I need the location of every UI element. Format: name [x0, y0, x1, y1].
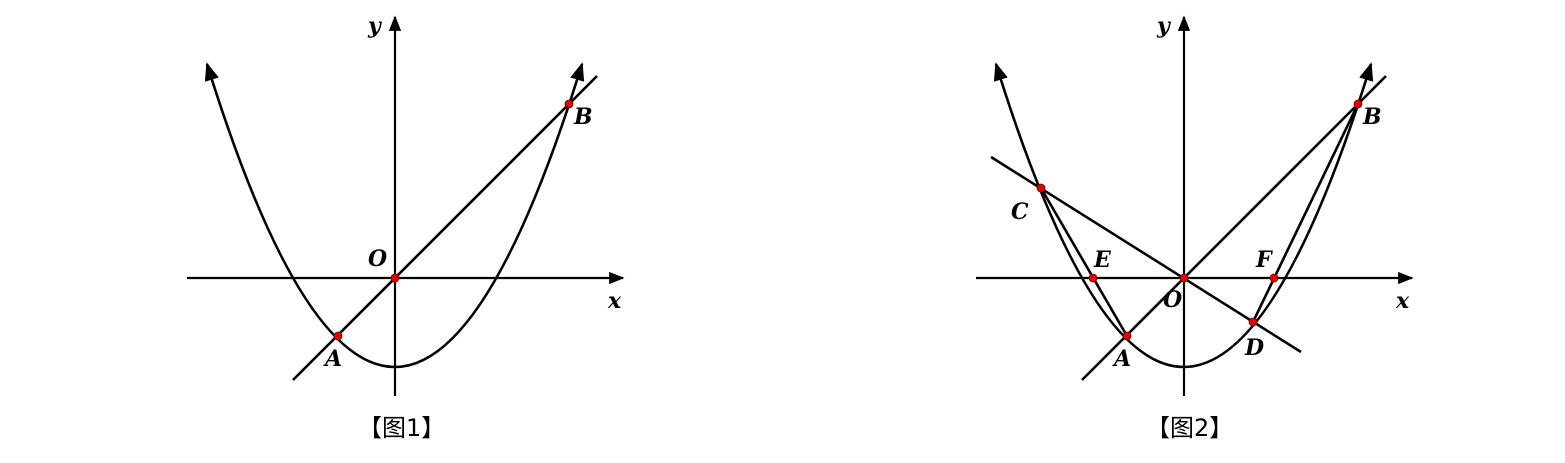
point-a-1	[333, 331, 343, 341]
figure-1: y x O A B 【图1】	[187, 13, 625, 442]
x-axis-label-2: x	[1395, 288, 1410, 314]
caption-2: 【图2】	[1146, 414, 1233, 442]
point-b-1	[564, 99, 574, 109]
label-d-2: D	[1244, 335, 1264, 361]
y-axis-label-2: y	[1156, 13, 1172, 39]
label-e-2: E	[1093, 247, 1112, 273]
line-ab-1	[292, 75, 598, 381]
figure-2: y x O A B C D E F 【图2】	[976, 13, 1414, 442]
point-f-2	[1269, 273, 1279, 283]
label-b-1: B	[573, 104, 593, 130]
parabola-1	[204, 62, 585, 369]
segment-bd-2	[1251, 103, 1360, 323]
point-o-2	[1179, 273, 1189, 283]
point-e-2	[1088, 273, 1098, 283]
line-ab-2	[1081, 75, 1387, 381]
point-a-2	[1122, 331, 1132, 341]
point-b-2	[1353, 99, 1363, 109]
label-a-2: A	[1112, 346, 1131, 372]
point-d-2	[1248, 317, 1258, 327]
segment-ca-2	[1039, 187, 1129, 337]
parabola-2	[993, 62, 1374, 369]
point-o-1	[390, 273, 400, 283]
y-axis-label-1: y	[367, 13, 383, 39]
point-c-2	[1036, 183, 1046, 193]
label-o-2: O	[1163, 287, 1182, 313]
label-a-1: A	[323, 346, 342, 372]
label-o-1: O	[368, 246, 387, 272]
x-axis-label-1: x	[607, 288, 622, 314]
label-c-2: C	[1011, 199, 1029, 225]
label-f-2: F	[1255, 247, 1273, 273]
label-b-2: B	[1362, 104, 1382, 130]
caption-1: 【图1】	[358, 414, 445, 442]
